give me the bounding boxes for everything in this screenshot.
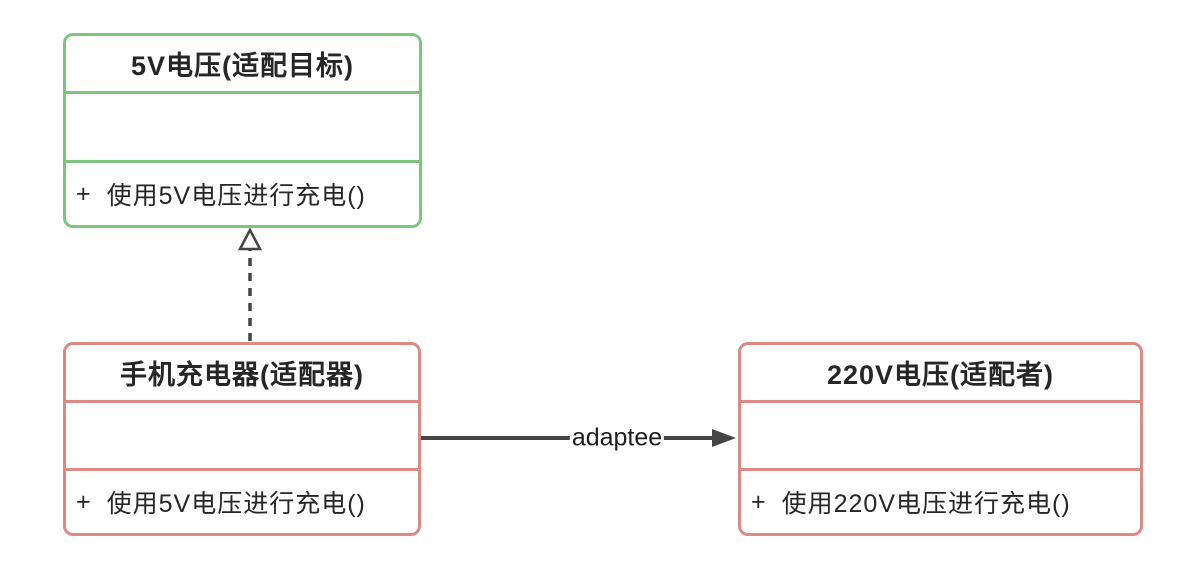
association-label: adaptee bbox=[569, 423, 665, 453]
class-attributes-target bbox=[66, 94, 419, 160]
method-signature: 使用220V电压进行充电() bbox=[781, 490, 1071, 518]
realization-arrow bbox=[237, 227, 263, 341]
method-visibility: + bbox=[76, 179, 92, 208]
method-visibility: + bbox=[751, 487, 767, 516]
filled-arrowhead-icon bbox=[712, 429, 736, 447]
class-attributes-adaptee bbox=[741, 403, 1140, 468]
class-method-adaptee: + 使用220V电压进行充电() bbox=[741, 468, 1140, 533]
method-signature: 使用5V电压进行充电() bbox=[106, 490, 366, 518]
class-title-target: 5V电压(适配目标) bbox=[66, 36, 419, 94]
method-visibility: + bbox=[76, 487, 92, 516]
class-attributes-adapter bbox=[66, 403, 418, 468]
method-signature: 使用5V电压进行充电() bbox=[106, 182, 366, 210]
class-box-target: 5V电压(适配目标) + 使用5V电压进行充电() bbox=[63, 33, 422, 228]
class-box-adaptee: 220V电压(适配者) + 使用220V电压进行充电() bbox=[738, 342, 1143, 536]
class-method-adapter: + 使用5V电压进行充电() bbox=[66, 468, 418, 533]
class-method-target: + 使用5V电压进行充电() bbox=[66, 160, 419, 225]
class-title-adapter: 手机充电器(适配器) bbox=[66, 345, 418, 403]
class-title-adaptee: 220V电压(适配者) bbox=[741, 345, 1140, 403]
class-box-adapter: 手机充电器(适配器) + 使用5V电压进行充电() bbox=[63, 342, 421, 536]
hollow-triangle-arrowhead-icon bbox=[237, 227, 263, 251]
